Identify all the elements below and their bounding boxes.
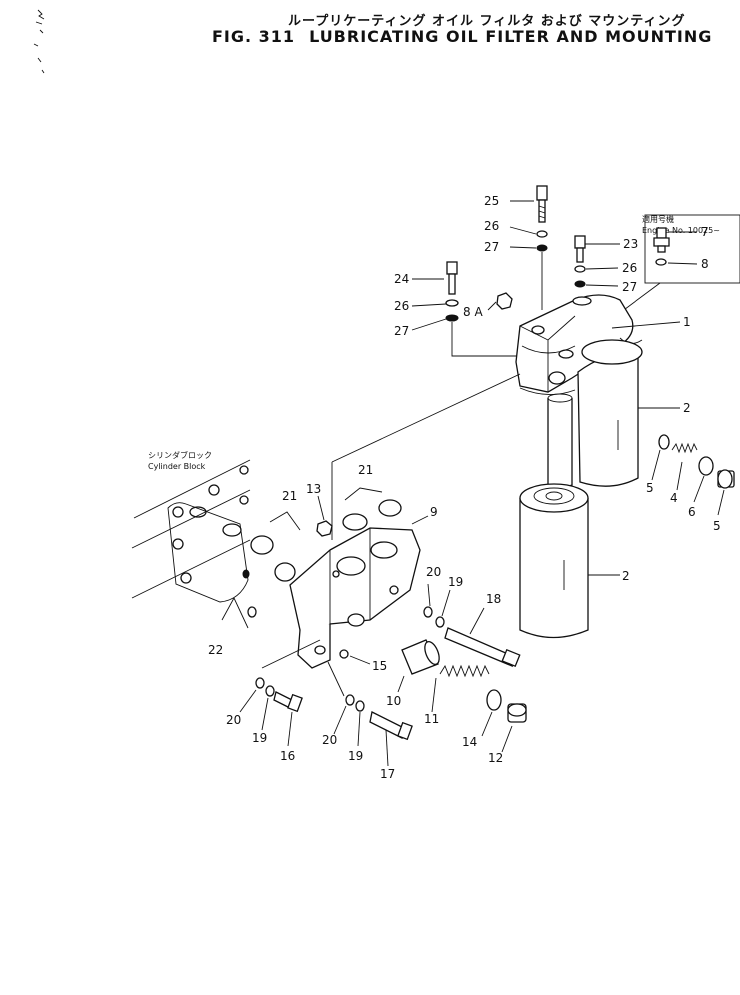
callout-11: 11 (424, 712, 439, 726)
part-20-washer-mid (345, 694, 355, 706)
part-3-spring (671, 442, 698, 454)
callout-22: 22 (208, 643, 223, 657)
cylinder-block-en: Cylinder Block (148, 462, 206, 471)
scan-artifact (33, 9, 45, 74)
callout-8: 8 (701, 257, 709, 271)
callout-26-top: 26 (484, 219, 499, 233)
part-8-plug (496, 292, 513, 310)
part-15-plug (339, 649, 349, 659)
part-19-washer-left (265, 685, 275, 697)
callout-13: 14 (462, 735, 477, 749)
part-21-oring-b (274, 562, 296, 582)
part-21-oring-d (378, 499, 402, 517)
part-1-filter-head (515, 294, 643, 395)
callout-27-mid: 27 (622, 280, 637, 294)
part-19-washer-mid (355, 700, 365, 712)
callout-4: 5 (646, 481, 654, 495)
callout-27-top: 27 (484, 240, 499, 254)
part-26-washer-top (536, 230, 548, 238)
part-21-oring-c (342, 513, 368, 531)
callout-25: 25 (484, 194, 499, 208)
callout-6: 6 (688, 505, 696, 519)
callout-21-right: 21 (358, 463, 373, 477)
callout-27-left: 27 (394, 324, 409, 338)
part-6-gasket (698, 456, 714, 476)
part-23-bolt (574, 235, 586, 263)
cylinder-block: シリンダブロック Cylinder Block (131, 450, 251, 603)
engine-note-jp: 適用号機 (642, 214, 674, 224)
callout-17: 17 (380, 767, 395, 781)
callout-5-label: 5 (713, 519, 721, 533)
callout-21-left: 21 (282, 489, 297, 503)
part-2-filter-lower (519, 483, 589, 639)
callout-16: 16 (280, 749, 295, 763)
part-16-bolt (273, 691, 303, 713)
callout-15: 15 (372, 659, 387, 673)
part-18-bolt (444, 627, 521, 668)
callout-19-mid: 19 (348, 749, 363, 763)
callout-2-upper: 2 (683, 401, 691, 415)
page-title-jp: ループリケーティング オイル フィルタ および マウンティング (288, 14, 686, 29)
part-2-filter-upper (577, 339, 643, 487)
part-14-plug (316, 520, 333, 537)
part-19-washer-right (435, 616, 445, 628)
part-10-sleeve (401, 639, 440, 675)
engine-note-en: Engine No. 10025~ (642, 226, 720, 235)
part-22-seal-a (242, 569, 250, 579)
callout-10: 10 (386, 694, 401, 708)
part-13-gasket (486, 689, 502, 711)
part-24-bolt (446, 261, 458, 295)
callout-26-left: 26 (394, 299, 409, 313)
callout-14: 13 (306, 482, 321, 496)
part-20-washer-left (255, 677, 265, 689)
callout-12: 12 (488, 751, 503, 765)
callout-24: 24 (394, 272, 409, 286)
callout-19-right: 19 (448, 575, 463, 589)
part-4-ring (658, 434, 670, 450)
engine-note-box (644, 214, 740, 284)
callout-19-left: 19 (252, 731, 267, 745)
part-26-washer-left (445, 299, 459, 307)
callout-9: 9 (430, 505, 438, 519)
callout-3: 4 (670, 491, 678, 505)
engine-note: 適用号機 Engine No. 10025~ (642, 214, 740, 284)
part-8-washer (655, 258, 667, 266)
part-17-bolt (369, 711, 413, 741)
callout-1: 1 (683, 315, 691, 329)
view-ref-8a: 8 A (463, 305, 483, 319)
part-27-washer-top (536, 244, 548, 252)
callout-20-right: 20 (426, 565, 441, 579)
part-26-washer-mid (574, 265, 586, 273)
part-11-spring (439, 664, 490, 678)
callout-18: 18 (486, 592, 501, 606)
part-27-washer-mid (574, 280, 586, 288)
callout-23: 23 (623, 237, 638, 251)
part-25-bolt (536, 185, 548, 223)
part-21-oring-a (250, 535, 274, 555)
callout-20-mid: 20 (322, 733, 337, 747)
part-5-plug (717, 469, 735, 489)
cylinder-block-jp: シリンダブロック (148, 450, 212, 460)
callout-20-left: 20 (226, 713, 241, 727)
figure-title: LUBRICATING OIL FILTER AND MOUNTING (309, 27, 713, 46)
part-7-sensor (653, 227, 670, 253)
callout-7: 7 (701, 225, 709, 239)
callout-26-mid: 26 (622, 261, 637, 275)
part-27-washer-left (445, 314, 459, 322)
part-22-seal-b (247, 606, 257, 618)
part-9-bracket (289, 527, 421, 669)
part-12-plug (507, 703, 527, 723)
callout-2-lower: 2 (622, 569, 630, 583)
page-title: FIG. 311 LUBRICATING OIL FILTER AND MOUNT… (212, 27, 712, 46)
figure-number: FIG. 311 (212, 27, 296, 46)
part-20-washer-right (423, 606, 433, 618)
